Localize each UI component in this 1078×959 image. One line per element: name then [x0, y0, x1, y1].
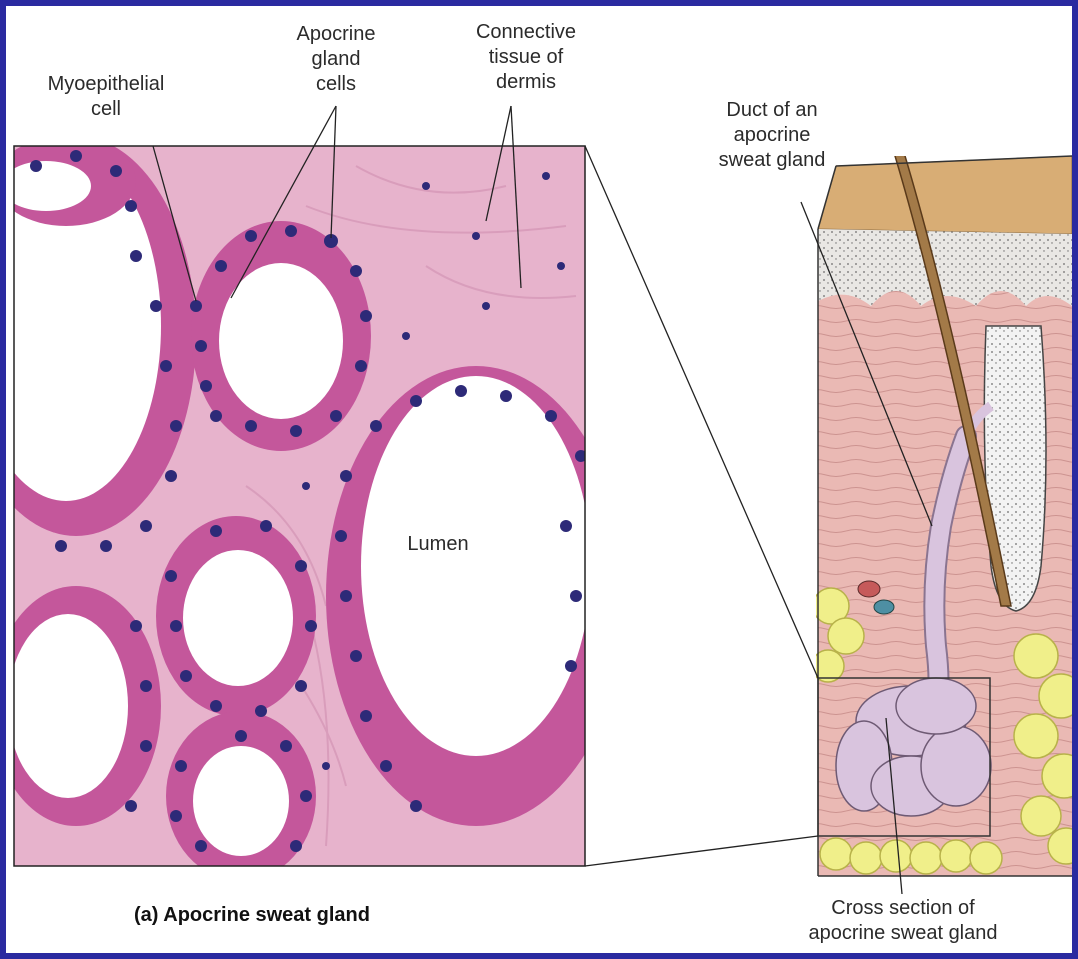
label-lumen: Lumen [388, 532, 488, 557]
micrograph-panel [6, 136, 626, 881]
figure-caption: (a) Apocrine sweat gland [134, 904, 370, 927]
illustration [6, 6, 1072, 953]
gland-tubule [156, 516, 316, 716]
skin-illustration [812, 90, 1072, 876]
